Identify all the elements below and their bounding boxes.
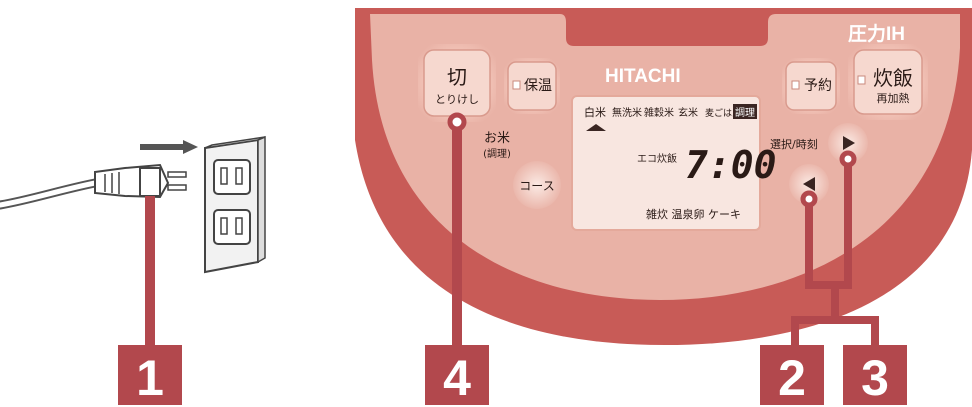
course-button[interactable]: コース	[513, 161, 561, 209]
reserve-button[interactable]: 予約	[782, 58, 840, 114]
wall-outlet	[204, 135, 266, 274]
cook-label: 炊飯	[873, 66, 913, 90]
pressure-ih-badge: 圧力IH	[848, 22, 905, 45]
right-arrow-button[interactable]	[828, 123, 868, 163]
keep-warm-indicator-lamp	[512, 80, 521, 90]
mode-zakkokumai: 雑穀米	[644, 106, 674, 119]
mode-musenmai: 無洗米	[612, 106, 642, 119]
course-text: エコ炊飯	[637, 152, 677, 165]
right-arrow-icon	[843, 136, 855, 150]
select-time-label: 選択/時刻	[770, 137, 818, 151]
reserve-label: 予約	[804, 78, 832, 94]
keep-warm-label: 保温	[524, 78, 552, 94]
mode-haku: 白米	[584, 105, 606, 119]
callout-badge-2: 2	[760, 345, 824, 406]
callout-lines	[145, 112, 879, 345]
mode-mugigohan: 麦ごはん	[705, 107, 741, 119]
brand-logo: HITACHI	[605, 66, 681, 87]
callout-number-4: 4	[443, 350, 471, 406]
mode-genmai: 玄米	[678, 106, 698, 119]
left-arrow-button[interactable]	[789, 164, 829, 204]
off-button[interactable]: 切 とりけし	[418, 44, 496, 122]
bottom-modes: 雑炊 温泉卵 ケーキ	[646, 207, 741, 221]
plug-illustration	[0, 140, 198, 210]
time-readout: 7:00	[685, 143, 777, 187]
lcd-display: 白米 無洗米 雑穀米 玄米 麦ごはん 調理 エコ炊飯 7:00 雑炊 温泉卵 ケ…	[571, 95, 777, 231]
callout-number-1: 1	[136, 350, 164, 406]
off-label: 切	[447, 65, 467, 89]
callout-badge-4: 4	[425, 345, 489, 406]
cook-indicator-lamp	[857, 75, 866, 85]
cook-sublabel: 再加熱	[877, 92, 910, 105]
callout-number-3: 3	[861, 350, 889, 406]
keep-warm-button[interactable]: 保温	[504, 58, 560, 114]
reserve-indicator-lamp	[791, 80, 800, 90]
rice-sublabel: (調理)	[483, 147, 511, 160]
rice-label: お米	[484, 131, 510, 146]
left-arrow-icon	[803, 177, 815, 191]
callout-badge-1: 1	[118, 345, 182, 406]
mode-indicator-triangle	[586, 124, 606, 131]
callout-number-2: 2	[778, 350, 806, 406]
callout-badge-3: 3	[843, 345, 907, 406]
cook-button[interactable]: 炊飯 再加熱	[848, 44, 928, 120]
mode-chouri-active: 調理	[735, 106, 755, 119]
course-label: コース	[519, 179, 554, 193]
off-sublabel: とりけし	[435, 93, 479, 106]
